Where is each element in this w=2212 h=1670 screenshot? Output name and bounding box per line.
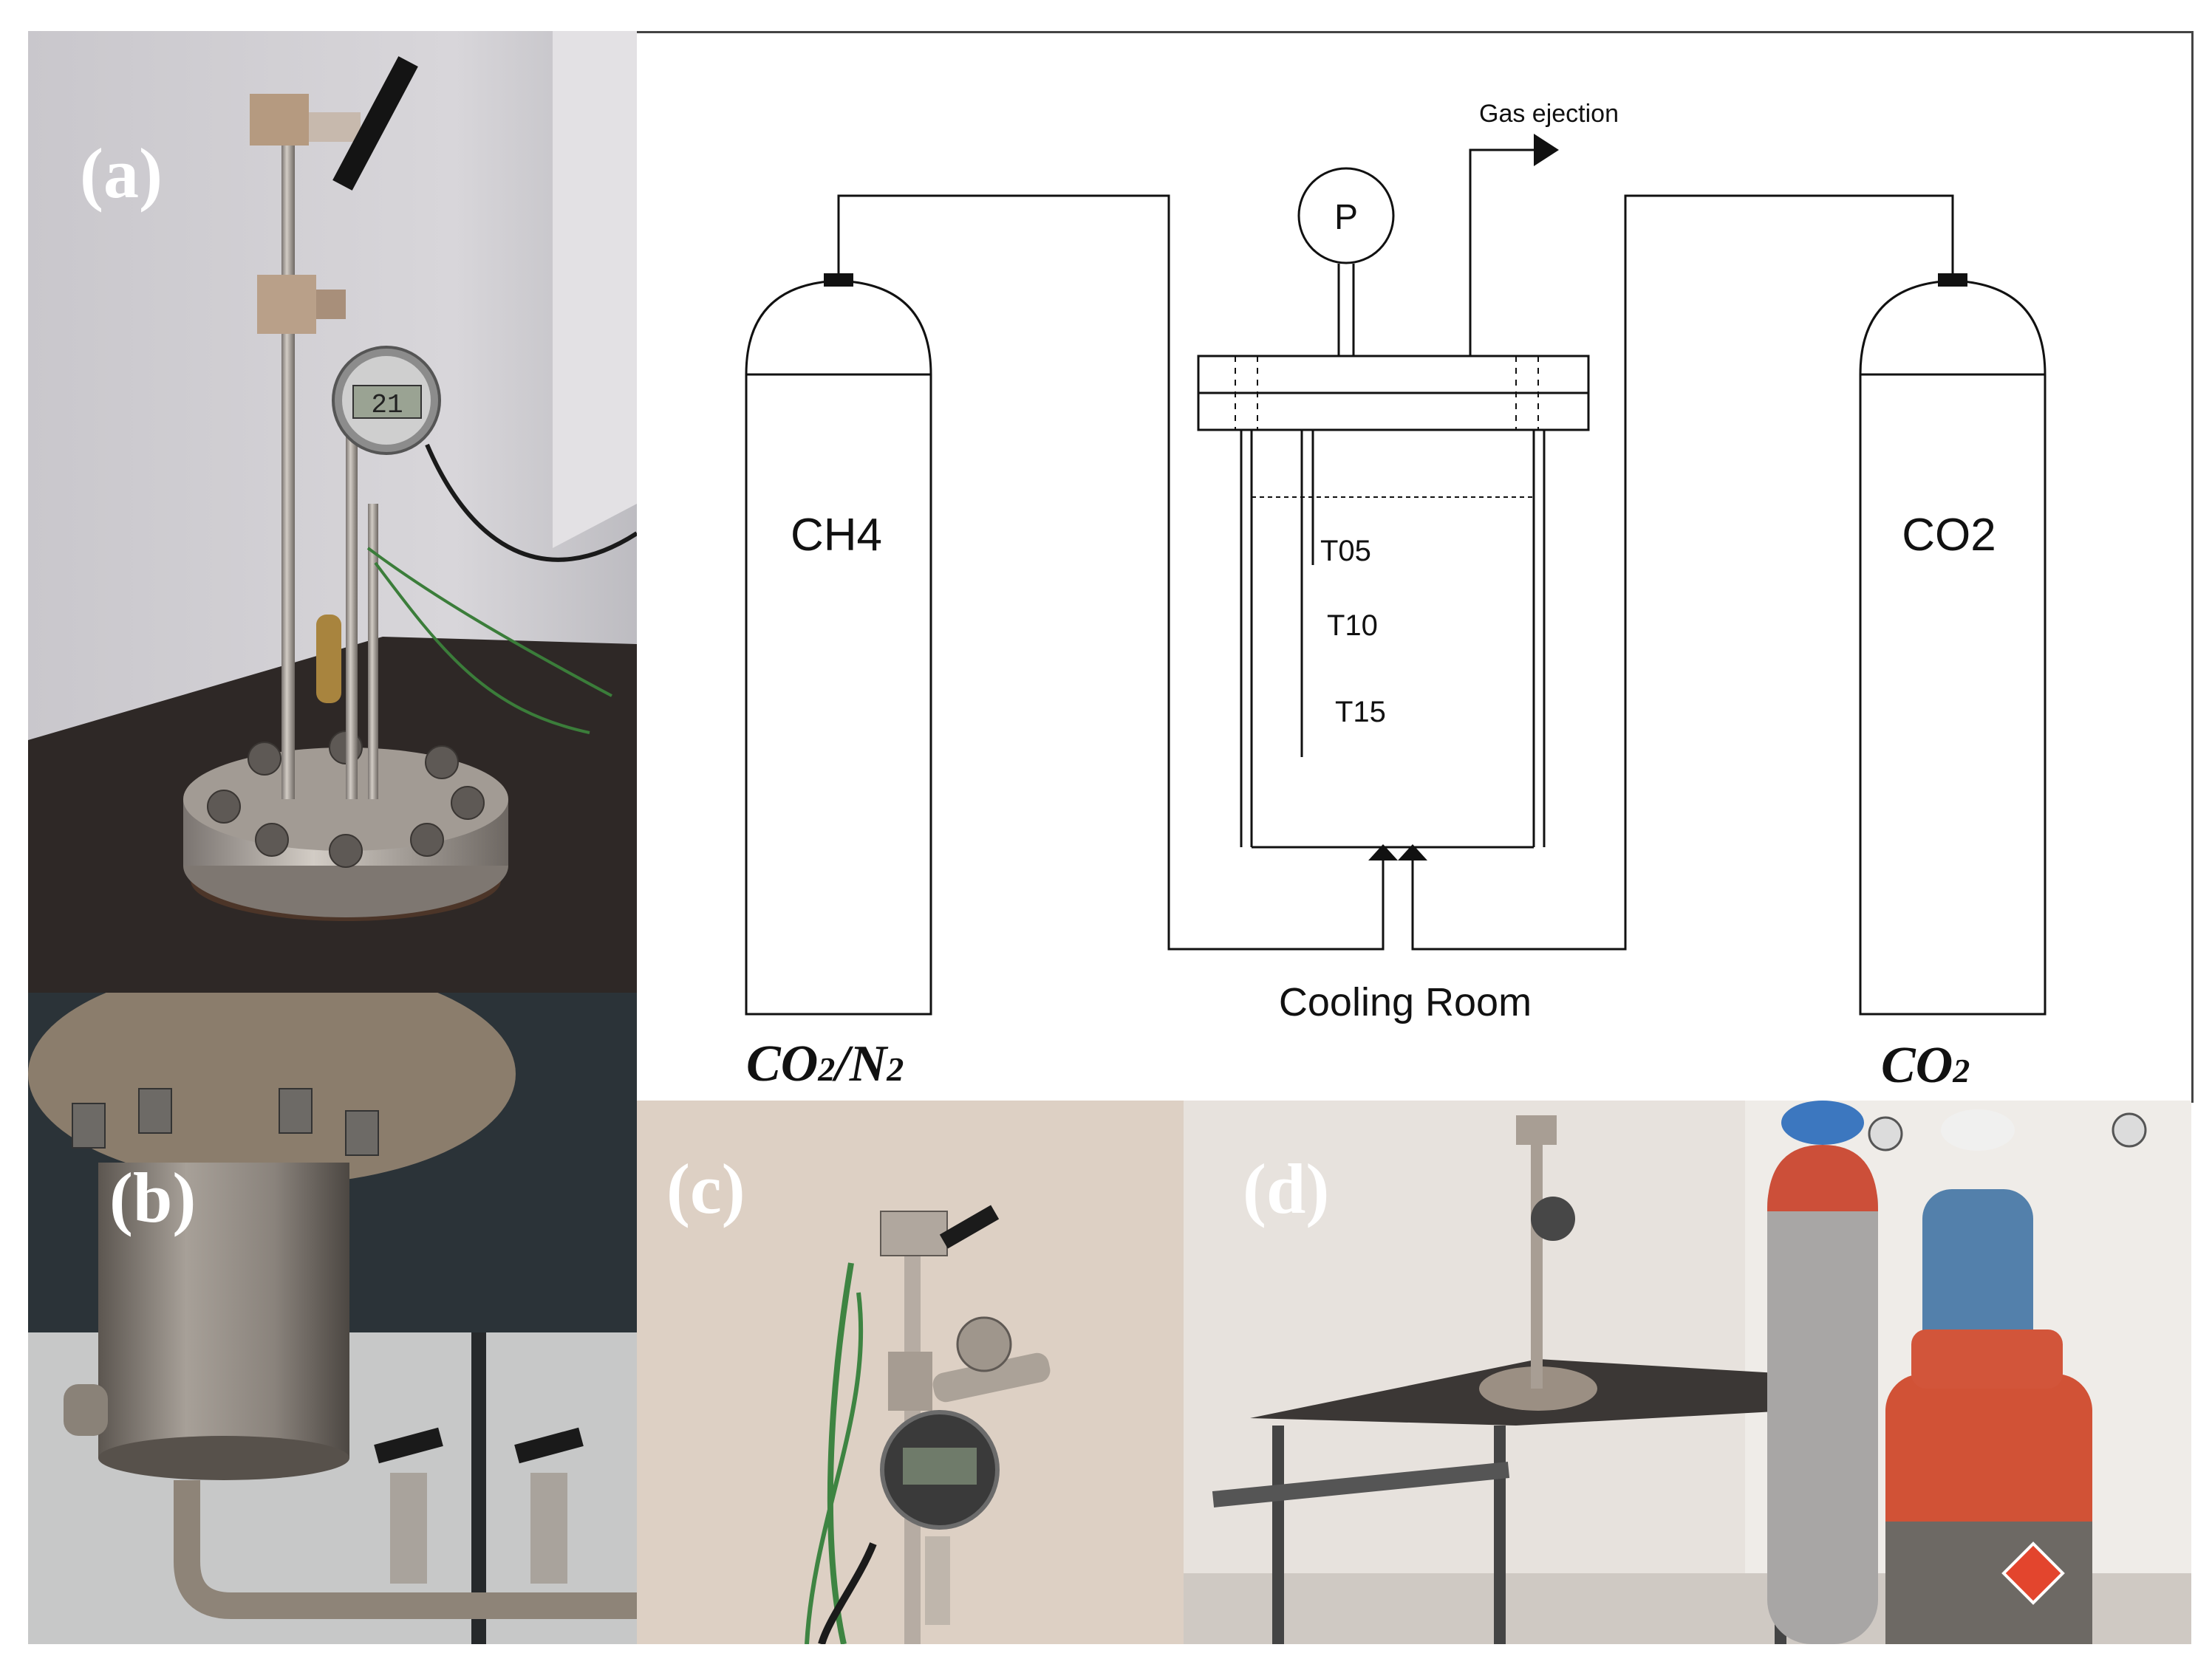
sensor-label-t15: T15 — [1335, 696, 1386, 728]
pressure-symbol: P — [1334, 198, 1358, 237]
left-gas-cylinder — [745, 273, 932, 1016]
left-gas-formula: CO2/N2 — [746, 1036, 904, 1092]
schematic-panel: P Gas ejection CH4 CO2 T05 T10 T15 Cooli… — [637, 31, 2194, 1103]
schematic-diagram: P Gas ejection CH4 CO2 T05 T10 T15 Cooli… — [745, 100, 2047, 1094]
photo-panel-a: 21 (a) — [28, 31, 637, 993]
gas-ejection-label: Gas ejection — [1479, 100, 1619, 128]
reactor-photo-c: (c) — [637, 1101, 1184, 1644]
reactor-photo-a: 21 (a) — [28, 31, 637, 993]
right-cylinder-label: CO2 — [1902, 510, 1996, 561]
reactor-photo-b: (b) — [28, 993, 637, 1644]
panel-label-a: (a) — [80, 134, 163, 213]
gas-ejection: Gas ejection — [1469, 100, 1619, 356]
sensor-label-t05: T05 — [1320, 535, 1371, 567]
right-gas-line — [1411, 194, 1954, 951]
panel-label-b: (b) — [109, 1158, 196, 1237]
left-gas-line — [837, 194, 1385, 951]
left-cylinder-label: CH4 — [791, 510, 882, 561]
right-gas-cylinder — [1859, 273, 2047, 1016]
right-gas-formula: CO2 — [1881, 1037, 1970, 1094]
panel-label-d: (d) — [1243, 1149, 1329, 1228]
photo-panel-d: (d) — [1184, 1101, 2191, 1644]
photo-panel-b: (b) — [28, 993, 637, 1644]
reactor-vessel — [1197, 355, 1590, 849]
panel-label-c: (c) — [666, 1149, 745, 1228]
cooling-room-label: Cooling Room — [1279, 980, 1532, 1024]
pressure-gauge: P — [1297, 167, 1395, 356]
sensor-label-t10: T10 — [1327, 609, 1378, 642]
gauge-reading: 21 — [371, 390, 403, 420]
photo-panel-c: (c) — [637, 1101, 1184, 1644]
lab-setup-photo-d: (d) — [1184, 1101, 2191, 1644]
